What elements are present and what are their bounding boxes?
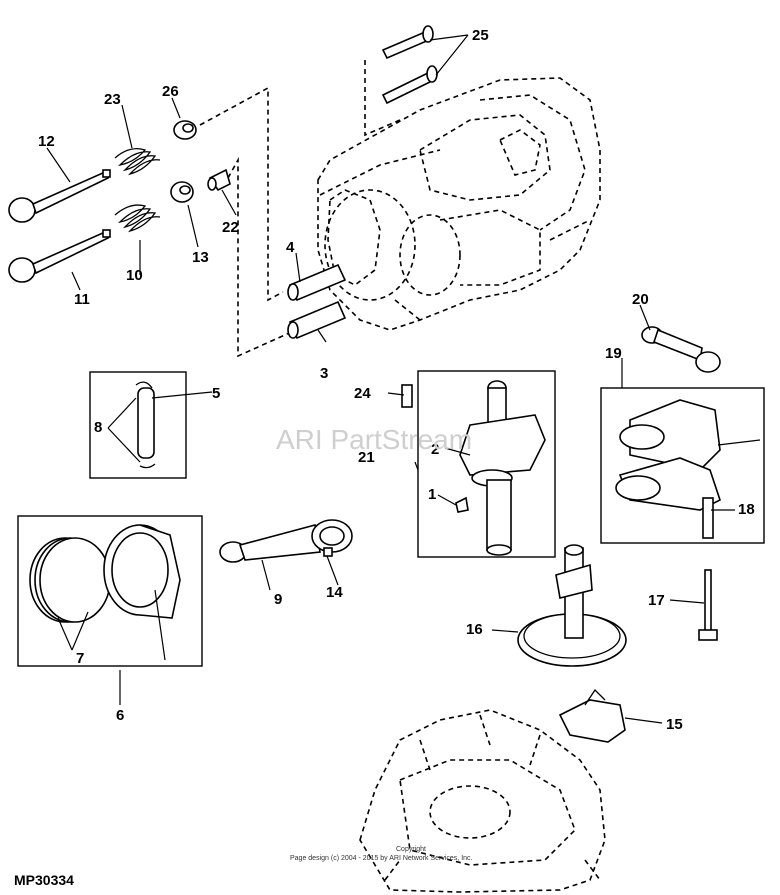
- callout-labels: 25 26 23 12 10 11 13 22 4 3 5 8 7 6 9 14…: [38, 27, 755, 733]
- piston-pin-box: [89, 371, 187, 479]
- balancer-box: [600, 387, 765, 544]
- callout-17: 17: [648, 592, 665, 609]
- engine-block: [317, 77, 601, 331]
- valve-spring-lower: [114, 204, 161, 233]
- watermark: ARI PartStream: [276, 424, 473, 455]
- callout-26: 26: [162, 83, 179, 100]
- callout-24: 24: [354, 385, 371, 402]
- balancer-link: [641, 326, 721, 373]
- callout-20: 20: [632, 291, 649, 308]
- camshaft: [517, 544, 627, 667]
- callout-4: 4: [286, 239, 295, 256]
- callout-12: 12: [38, 133, 55, 150]
- push-rod-lower: [381, 65, 438, 105]
- callout-9: 9: [274, 591, 282, 608]
- callout-10: 10: [126, 267, 143, 284]
- callout-15: 15: [666, 716, 683, 733]
- callout-22: 22: [222, 219, 239, 236]
- crankshaft-box: [417, 370, 556, 558]
- exhaust-valve: [8, 169, 111, 223]
- spring-retainer-26: [173, 120, 197, 140]
- governor: [558, 688, 626, 743]
- callout-25: 25: [472, 27, 489, 44]
- key: [401, 384, 413, 408]
- tappet-3: [287, 300, 347, 340]
- spring-retainer-13: [170, 181, 194, 203]
- valve-stem-seal: [207, 168, 231, 192]
- callout-16: 16: [466, 621, 483, 638]
- callout-18: 18: [738, 501, 755, 518]
- copyright-line-1: Copyright: [396, 846, 426, 853]
- valve-spring-upper: [114, 147, 161, 176]
- callout-8: 8: [94, 419, 102, 436]
- callout-19: 19: [605, 345, 622, 362]
- callout-13: 13: [192, 249, 209, 266]
- callout-14: 14: [326, 584, 343, 601]
- intake-valve: [8, 229, 111, 283]
- callout-5: 5: [212, 385, 220, 402]
- callout-23: 23: [104, 91, 121, 108]
- callout-6: 6: [116, 707, 124, 724]
- push-rod-upper: [381, 25, 434, 60]
- leader-lines: [46, 34, 761, 724]
- tappet-4: [287, 263, 347, 302]
- copyright-line-2: Page design (c) 2004 - 2015 by ARI Netwo…: [290, 855, 473, 862]
- callout-3: 3: [320, 365, 328, 382]
- piston-assembly-box: [17, 515, 203, 667]
- connecting-rod: [219, 519, 353, 563]
- callout-1: 1: [428, 486, 436, 503]
- callout-7: 7: [76, 650, 84, 667]
- diagram-code: MP30334: [14, 872, 74, 888]
- crankcase: [359, 709, 606, 893]
- callout-2: 2: [431, 441, 439, 458]
- bolt: [698, 569, 718, 641]
- callout-21: 21: [358, 449, 375, 466]
- callout-11: 11: [74, 291, 90, 308]
- valve-guide-lines: [199, 60, 401, 358]
